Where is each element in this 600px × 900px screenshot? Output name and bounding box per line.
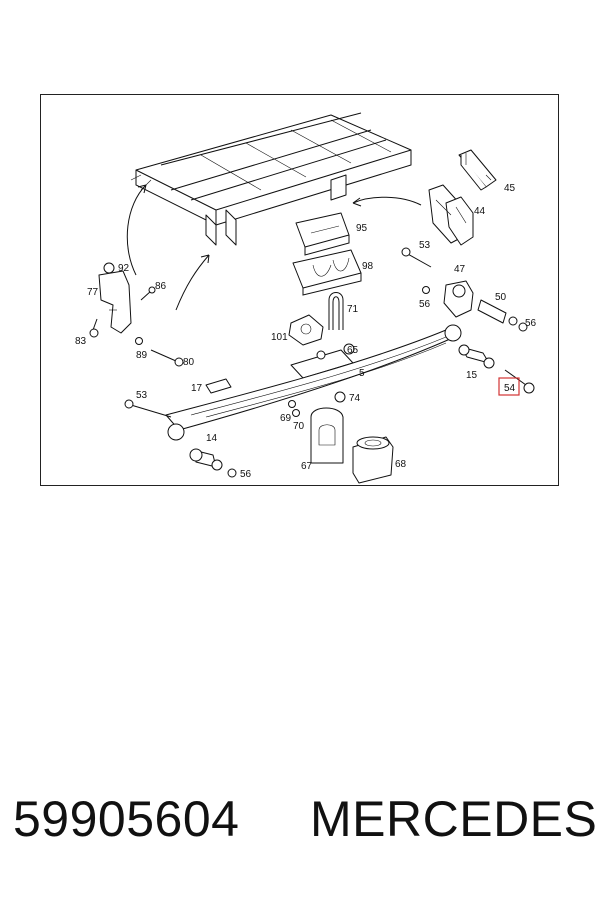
part-44-hanger [428,184,474,246]
washer-56-upper [422,286,430,294]
part-47-shackle [443,280,474,318]
chassis-frame [130,112,412,246]
washer-69 [288,400,296,408]
arrow-left [126,184,147,276]
callout-77: 77 [87,287,99,298]
callout-71: 71 [347,304,359,315]
part-17-pad [205,378,232,394]
bolt-83 [92,318,98,331]
callout-56-upper: 56 [419,299,431,310]
part-77-bracket [98,270,132,334]
part-50-bushing [477,299,507,324]
callout-53-top: 53 [419,240,431,251]
highlight-box-54 [498,377,520,396]
callout-83: 83 [75,336,87,347]
bolt-53-bottom [130,404,172,418]
callout-95: 95 [356,223,368,234]
callout-74: 74 [349,393,361,404]
part-45-bracket [458,149,497,191]
part-95-plate [295,212,350,256]
nut-56-right [518,322,528,332]
footer: 59905604 MERCEDES [0,790,600,870]
diagram-drawing: 45 44 95 98 53 47 56 50 56 71 101 65 92 … [75,112,537,484]
callout-80: 80 [183,357,195,368]
part-101-bracket [288,314,324,346]
callout-5: 5 [359,368,365,379]
part-68-buffer [352,436,394,484]
callout-65: 65 [347,345,359,356]
callout-89: 89 [136,350,148,361]
part-71-u-bolt [328,292,344,330]
exploded-parts-diagram: 45 44 95 98 53 47 56 50 56 71 101 65 92 … [40,94,559,486]
callout-56-bottom: 56 [240,469,252,480]
part-98-plate [292,249,362,296]
arrow-middle [175,254,210,311]
nut-92 [103,262,115,274]
callout-44: 44 [474,206,486,217]
callout-50: 50 [495,292,507,303]
bolt-86 [140,290,152,301]
callout-53-bottom: 53 [136,390,148,401]
arrow-right [352,196,422,206]
bolt-80 [150,349,177,362]
bolt-53-top [405,252,432,268]
nut-74 [334,391,346,403]
callout-45: 45 [504,183,516,194]
nut-65 [343,343,355,355]
nut-56-bottom [227,468,237,478]
callout-17: 17 [191,383,203,394]
washer-89 [135,337,143,345]
callout-92: 92 [118,263,130,274]
callout-14: 14 [206,433,218,444]
part-number: 59905604 [13,791,240,847]
callout-15: 15 [466,370,478,381]
brand-name: MERCEDES [310,791,598,847]
callout-101: 101 [271,332,288,343]
callout-86: 86 [155,281,167,292]
callout-70: 70 [293,421,305,432]
callout-47: 47 [454,264,466,275]
part-5-leaf-spring [165,324,462,441]
part-67-bump-stop [310,407,344,464]
washer-70 [292,409,300,417]
callout-98: 98 [362,261,374,272]
callout-54: 54 [504,383,516,394]
callout-68: 68 [395,459,407,470]
callout-56-right: 56 [525,318,537,329]
callout-69: 69 [280,413,292,424]
callout-67: 67 [301,461,313,472]
